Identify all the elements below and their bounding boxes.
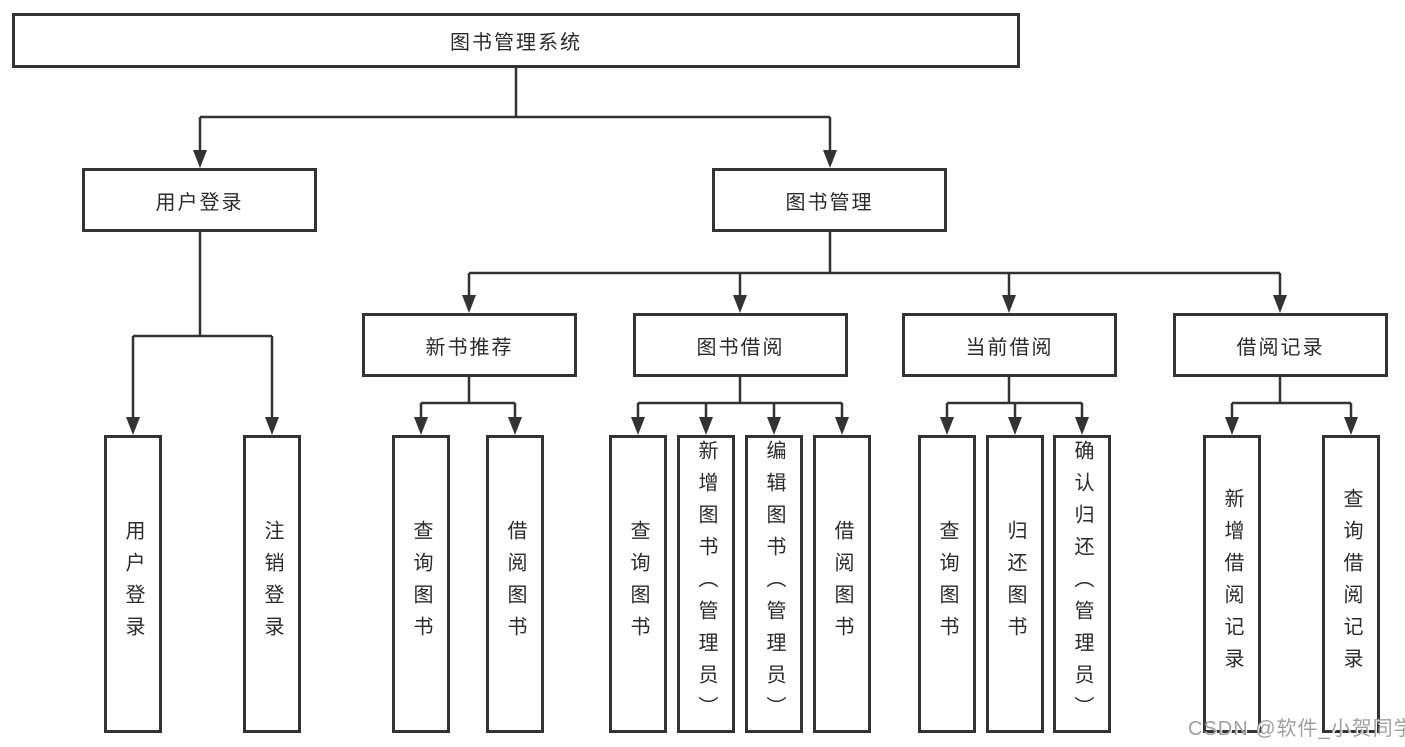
node-book-management-label: 图书管理: [785, 191, 874, 214]
leaf-query-books-recommend-label: 查询图书: [410, 520, 432, 648]
node-borrowing-records-label: 借阅记录: [1236, 336, 1325, 359]
leaf-confirm-return-admin-label: 确认归还（管理员）: [1071, 440, 1093, 728]
connector-new-book-group: [419, 377, 517, 419]
node-current-borrowing-label: 当前借阅: [965, 336, 1054, 359]
leaf-add-books-admin: 新增图书（管理员）: [677, 435, 735, 733]
leaf-query-books-recommend: 查询图书: [392, 435, 450, 733]
leaf-query-books-borrowing-label: 查询图书: [627, 520, 649, 648]
leaf-return-books-label: 归还图书: [1004, 520, 1026, 648]
connector-book-mgmt-to-level2: [467, 232, 1282, 297]
node-root: 图书管理系统: [12, 13, 1020, 68]
leaf-edit-books-admin-label: 编辑图书（管理员）: [763, 440, 785, 728]
leaf-query-books-current-label: 查询图书: [936, 520, 958, 648]
node-book-borrowing: 图书借阅: [633, 313, 848, 377]
node-root-label: 图书管理系统: [450, 32, 582, 54]
leaf-user-login-label: 用户登录: [122, 520, 144, 648]
node-new-book-recommend: 新书推荐: [362, 313, 577, 377]
leaf-add-borrow-record: 新增借阅记录: [1203, 435, 1261, 733]
leaf-add-borrow-record-label: 新增借阅记录: [1221, 488, 1243, 680]
leaf-query-books-borrowing: 查询图书: [609, 435, 667, 733]
leaf-confirm-return-admin: 确认归还（管理员）: [1053, 435, 1111, 733]
leaf-borrow-books-recommend: 借阅图书: [486, 435, 544, 733]
node-book-borrowing-label: 图书借阅: [696, 336, 785, 359]
connector-book-borrow-group: [636, 377, 844, 419]
node-new-book-recommend-label: 新书推荐: [425, 336, 514, 359]
leaf-user-login: 用户登录: [104, 435, 162, 733]
node-book-management: 图书管理: [712, 168, 947, 232]
node-current-borrowing: 当前借阅: [902, 313, 1117, 377]
leaf-edit-books-admin: 编辑图书（管理员）: [745, 435, 803, 733]
leaf-borrow-books-recommend-label: 借阅图书: [504, 520, 526, 648]
connector-root-to-level1: [198, 68, 832, 152]
leaf-borrow-books: 借阅图书: [813, 435, 871, 733]
leaf-query-borrow-record-label: 查询借阅记录: [1340, 488, 1362, 680]
leaf-borrow-books-label: 借阅图书: [831, 520, 853, 648]
node-user-login: 用户登录: [82, 168, 317, 232]
arrowheads: [126, 150, 1358, 435]
connector-borrow-record-group: [1230, 377, 1353, 419]
connector-user-login-group: [131, 232, 274, 419]
csdn-watermark: CSDN @软件_小贺同学: [1188, 718, 1405, 740]
leaf-query-books-current: 查询图书: [918, 435, 976, 733]
leaf-query-borrow-record: 查询借阅记录: [1322, 435, 1380, 733]
leaf-add-books-admin-label: 新增图书（管理员）: [695, 440, 717, 728]
leaf-logout: 注销登录: [243, 435, 301, 733]
node-user-login-label: 用户登录: [155, 191, 244, 214]
leaf-return-books: 归还图书: [986, 435, 1044, 733]
leaf-logout-label: 注销登录: [261, 520, 283, 648]
connector-current-borrow-group: [945, 377, 1084, 419]
node-borrowing-records: 借阅记录: [1173, 313, 1388, 377]
